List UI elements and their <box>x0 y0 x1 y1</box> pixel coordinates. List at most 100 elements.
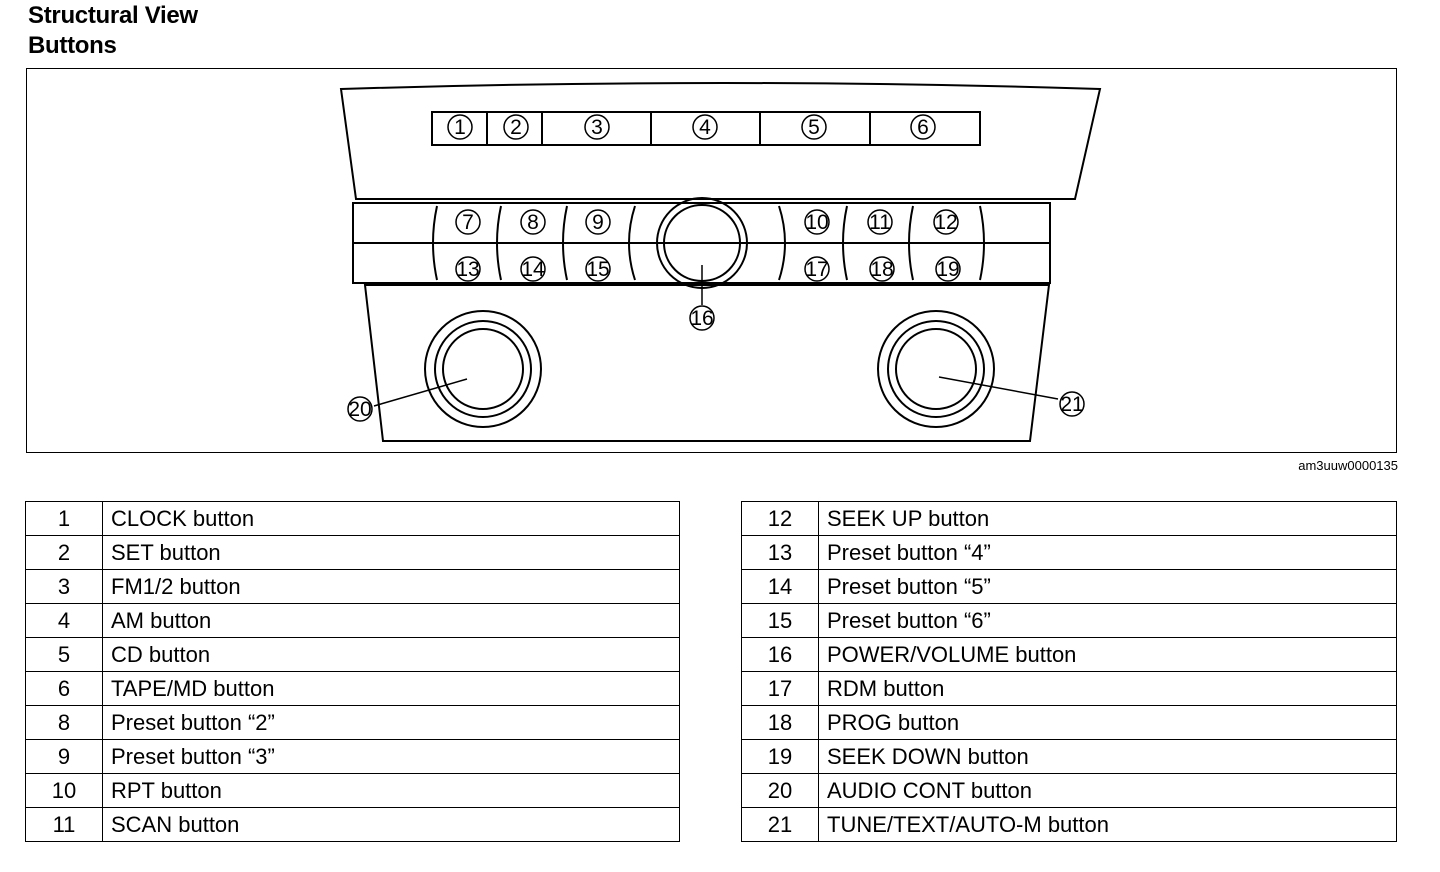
callout-14: 14 <box>520 256 546 282</box>
part-number: 20 <box>741 773 819 808</box>
callout-number: 2 <box>510 116 522 139</box>
part-number: 13 <box>741 535 819 570</box>
part-number: 6 <box>25 671 103 706</box>
callout-number: 7 <box>462 211 474 234</box>
callout-number: 17 <box>805 258 828 281</box>
part-number: 11 <box>25 807 103 842</box>
part-description: Preset button “5” <box>818 569 1397 604</box>
page-title: Structural View <box>28 2 198 29</box>
top-button-row <box>431 111 981 146</box>
callout-17: 17 <box>804 256 830 282</box>
panel-bottom-section <box>363 284 1051 442</box>
callout-number: 10 <box>805 211 828 234</box>
part-number: 1 <box>25 501 103 536</box>
part-description: POWER/VOLUME button <box>818 637 1397 672</box>
part-description: SCAN button <box>102 807 680 842</box>
callout-13: 13 <box>455 256 481 282</box>
callout-2: 2 <box>503 114 529 140</box>
part-description: CD button <box>102 637 680 672</box>
callout-19: 19 <box>935 256 961 282</box>
part-number: 4 <box>25 603 103 638</box>
part-description: Preset button “2” <box>102 705 680 740</box>
part-description: AM button <box>102 603 680 638</box>
part-description: SEEK DOWN button <box>818 739 1397 774</box>
audio-cont-knob <box>424 310 542 428</box>
callout-number: 15 <box>586 258 609 281</box>
callout-11: 11 <box>867 209 893 235</box>
callout-number: 9 <box>592 211 604 234</box>
part-number: 19 <box>741 739 819 774</box>
part-description: AUDIO CONT button <box>818 773 1397 808</box>
callout-5: 5 <box>801 114 827 140</box>
callout-20: 20 <box>347 396 373 422</box>
callout-10: 10 <box>804 209 830 235</box>
callout-16: 16 <box>689 305 715 331</box>
callout-7: 7 <box>455 209 481 235</box>
part-description: RPT button <box>102 773 680 808</box>
part-number: 17 <box>741 671 819 706</box>
callout-number: 21 <box>1060 393 1083 416</box>
callout-12: 12 <box>933 209 959 235</box>
callout-number: 3 <box>591 116 603 139</box>
callout-number: 5 <box>808 116 820 139</box>
callout-18: 18 <box>869 256 895 282</box>
image-reference-code: am3uuw0000135 <box>1298 458 1398 473</box>
callout-number: 6 <box>917 116 929 139</box>
part-number: 14 <box>741 569 819 604</box>
callout-21: 21 <box>1059 391 1085 417</box>
part-description: FM1/2 button <box>102 569 680 604</box>
part-description: CLOCK button <box>102 501 680 536</box>
part-description: SEEK UP button <box>818 501 1397 536</box>
callout-number: 12 <box>934 211 957 234</box>
callout-8: 8 <box>520 209 546 235</box>
callout-number: 8 <box>527 211 539 234</box>
part-number: 15 <box>741 603 819 638</box>
part-description: PROG button <box>818 705 1397 740</box>
callout-number: 13 <box>456 258 479 281</box>
part-description: Preset button “4” <box>818 535 1397 570</box>
callout-15: 15 <box>585 256 611 282</box>
callout-number: 11 <box>869 211 891 234</box>
callout-number: 1 <box>454 116 466 139</box>
callout-number: 19 <box>936 258 959 281</box>
part-description: TUNE/TEXT/AUTO-M button <box>818 807 1397 842</box>
callout-number: 16 <box>690 307 713 330</box>
part-number: 8 <box>25 705 103 740</box>
part-description: Preset button “3” <box>102 739 680 774</box>
part-description: SET button <box>102 535 680 570</box>
callout-number: 18 <box>870 258 893 281</box>
callout-9: 9 <box>585 209 611 235</box>
part-number: 16 <box>741 637 819 672</box>
part-number: 9 <box>25 739 103 774</box>
part-number: 10 <box>25 773 103 808</box>
part-number: 2 <box>25 535 103 570</box>
callout-3: 3 <box>584 114 610 140</box>
page-subtitle: Buttons <box>28 32 117 59</box>
part-number: 21 <box>741 807 819 842</box>
part-number: 18 <box>741 705 819 740</box>
part-number: 3 <box>25 569 103 604</box>
callout-number: 20 <box>348 398 371 421</box>
